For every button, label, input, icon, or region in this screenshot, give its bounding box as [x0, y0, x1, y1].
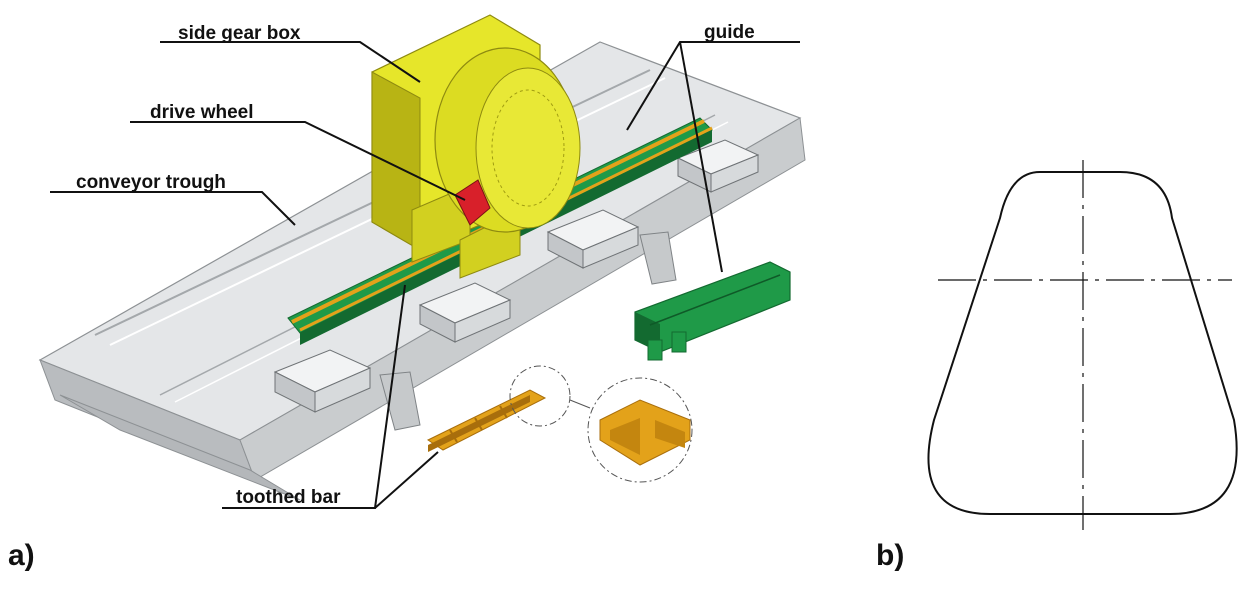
callout-drive-wheel: drive wheel: [150, 102, 254, 123]
panel-b-profile: b): [876, 160, 1238, 572]
drive-wheel-illustration: [454, 179, 491, 226]
rail-clamp-blocks: [273, 139, 760, 413]
detail-connector-line: [569, 399, 591, 409]
clamp-block: [546, 209, 640, 269]
callout-side-gear-box: side gear box: [178, 23, 301, 44]
side-gear-box-illustration: [371, 14, 581, 279]
callout-guide: guide: [704, 22, 755, 43]
guide-detached-part: [634, 261, 791, 361]
tooth-profile-outline: [927, 171, 1238, 515]
callout-leaders: [50, 41, 800, 509]
panel-label-a: a): [8, 539, 35, 572]
callout-toothed-bar: toothed bar: [236, 487, 341, 508]
panel-label-b: b): [876, 539, 904, 572]
detail-small-circle: [509, 365, 571, 427]
clamp-block: [418, 282, 512, 343]
clamp-block: [273, 349, 372, 413]
callout-conveyor-trough: conveyor trough: [76, 172, 226, 193]
detail-zoom-circle: [587, 377, 693, 483]
panel-a-assembly: side gear box guide drive wheel conveyor…: [8, 14, 806, 572]
toothed-bar-detached-part: [426, 389, 547, 452]
clamp-block: [676, 139, 760, 193]
